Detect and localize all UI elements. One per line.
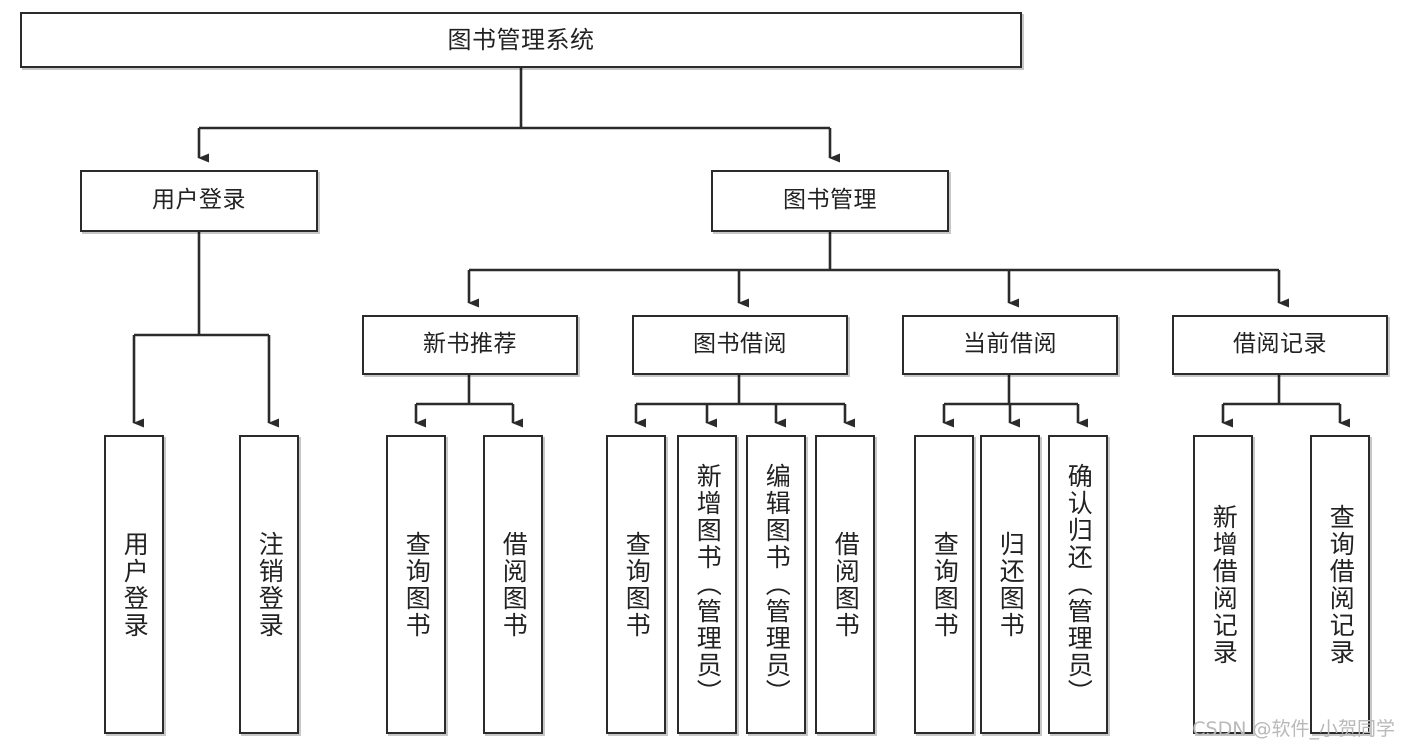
leaf-edit-book-admin[interactable]: 编辑图书（管理员） — [746, 435, 806, 734]
leaf-query-borrow-record[interactable]: 查询借阅记录 — [1310, 435, 1370, 734]
node-book-borrow[interactable]: 图书借阅 — [632, 315, 848, 375]
leaf-query-book-recommend[interactable]: 查询图书 — [386, 435, 446, 734]
node-label: 查询借阅记录 — [1326, 503, 1356, 666]
node-label: 新书推荐 — [423, 331, 517, 358]
node-label: 图书管理 — [783, 187, 877, 214]
node-label: 查询图书 — [930, 530, 960, 639]
leaf-user-login[interactable]: 用户登录 — [104, 435, 164, 734]
node-label: 用户登录 — [120, 530, 150, 639]
node-label: 确认归还（管理员） — [1064, 463, 1094, 706]
node-label: 查询图书 — [402, 530, 432, 639]
node-user-login[interactable]: 用户登录 — [80, 170, 318, 232]
leaf-query-book-borrow[interactable]: 查询图书 — [606, 435, 666, 734]
node-label: 注销登录 — [255, 530, 285, 639]
node-label: 图书借阅 — [693, 331, 787, 358]
node-current-borrow[interactable]: 当前借阅 — [902, 315, 1118, 375]
node-label: 查询图书 — [622, 530, 652, 639]
node-label: 图书管理系统 — [447, 25, 595, 54]
node-new-book-recommend[interactable]: 新书推荐 — [362, 315, 578, 375]
node-label: 借阅图书 — [831, 530, 861, 639]
leaf-logout-login[interactable]: 注销登录 — [239, 435, 299, 734]
leaf-return-book[interactable]: 归还图书 — [980, 435, 1040, 734]
leaf-borrow-book-recommend[interactable]: 借阅图书 — [483, 435, 543, 734]
node-label: 新增图书（管理员） — [693, 463, 723, 706]
node-book-management[interactable]: 图书管理 — [711, 170, 949, 232]
node-label: 借阅图书 — [499, 530, 529, 639]
node-label: 当前借阅 — [963, 331, 1057, 358]
node-root-system[interactable]: 图书管理系统 — [20, 12, 1022, 68]
node-label: 归还图书 — [996, 530, 1026, 639]
leaf-query-book-current[interactable]: 查询图书 — [914, 435, 974, 734]
watermark-text: CSDN @软件_小贺同学 — [1192, 718, 1395, 740]
node-label: 用户登录 — [152, 187, 246, 214]
leaf-add-book-admin[interactable]: 新增图书（管理员） — [677, 435, 737, 734]
leaf-borrow-book[interactable]: 借阅图书 — [815, 435, 875, 734]
node-borrow-record[interactable]: 借阅记录 — [1172, 315, 1388, 375]
node-label: 编辑图书（管理员） — [762, 463, 792, 706]
leaf-confirm-return-admin[interactable]: 确认归还（管理员） — [1048, 435, 1108, 734]
node-label: 新增借阅记录 — [1209, 503, 1239, 666]
leaf-add-borrow-record[interactable]: 新增借阅记录 — [1193, 435, 1253, 734]
node-label: 借阅记录 — [1233, 331, 1327, 358]
